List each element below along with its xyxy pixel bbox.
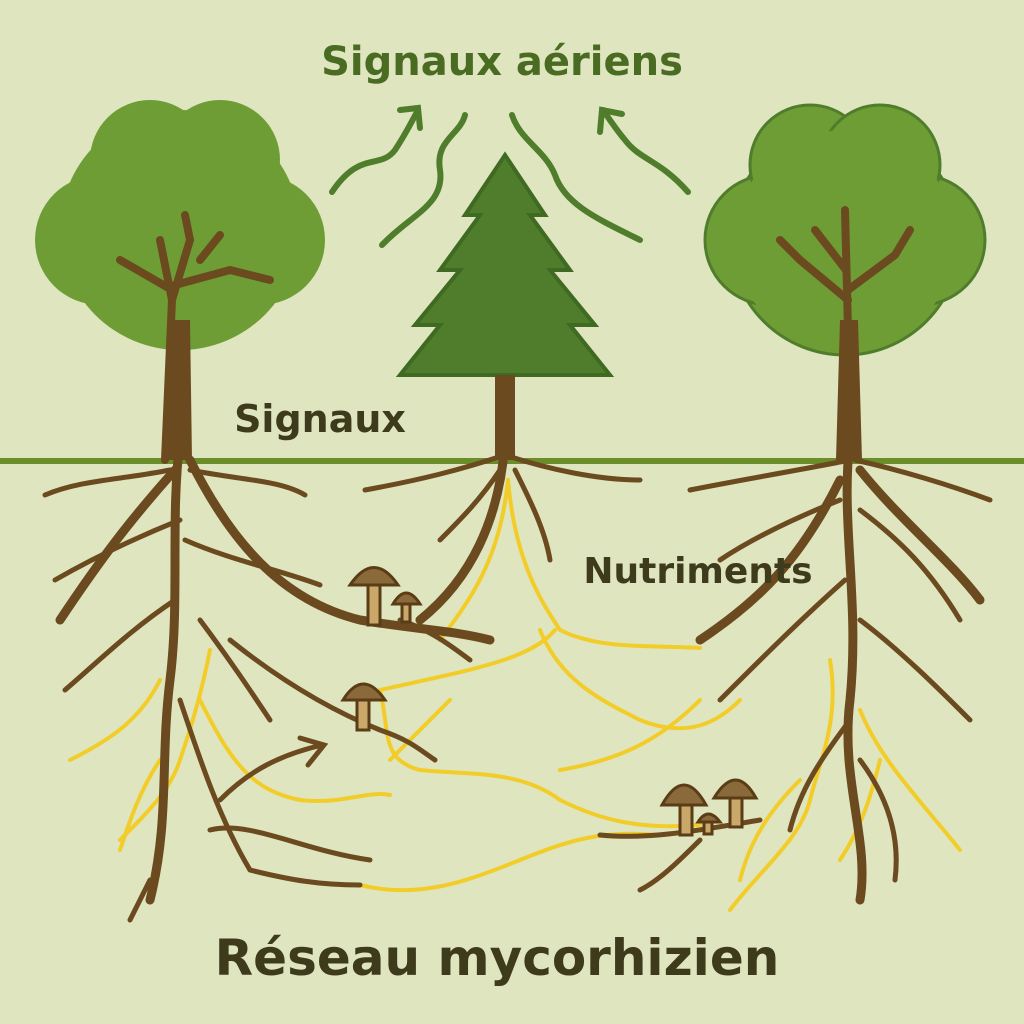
arrow-right-icon (600, 107, 691, 195)
network-label: Réseau mycorhizien (215, 929, 780, 987)
pine-trunk (495, 375, 515, 460)
underground-signal-arrow-icon (217, 735, 329, 803)
arrow-left-icon (329, 107, 421, 195)
mushroom-icon (711, 778, 759, 829)
arrowhead-right-icon (597, 106, 625, 135)
mushrooms (340, 566, 759, 837)
fungal-hyphae (68, 478, 962, 912)
left-deciduous-tree (35, 100, 325, 464)
right-tree-trunk (836, 320, 862, 460)
tree-roots (42, 435, 993, 923)
signal-wave-right-icon (509, 112, 643, 243)
mushroom-icon (347, 566, 401, 627)
left-tree-crown (35, 100, 325, 350)
nutrients-label: Nutriments (583, 551, 812, 592)
arrowhead-left-icon (397, 104, 423, 131)
center-pine-tree (395, 151, 615, 460)
aerial-signals-label: Signaux aériens (321, 39, 683, 85)
ground-line (0, 458, 1024, 464)
left-tree-trunk (162, 320, 192, 460)
signal-wave-left-icon (379, 112, 468, 248)
mushroom-icon (390, 591, 423, 624)
aerial-signal-arrows (329, 104, 691, 248)
right-deciduous-tree (703, 103, 987, 460)
mushroom-icon (340, 682, 388, 732)
signals-label: Signaux (234, 397, 406, 441)
mushroom-icon (695, 812, 724, 836)
mushroom-icon (659, 783, 709, 837)
